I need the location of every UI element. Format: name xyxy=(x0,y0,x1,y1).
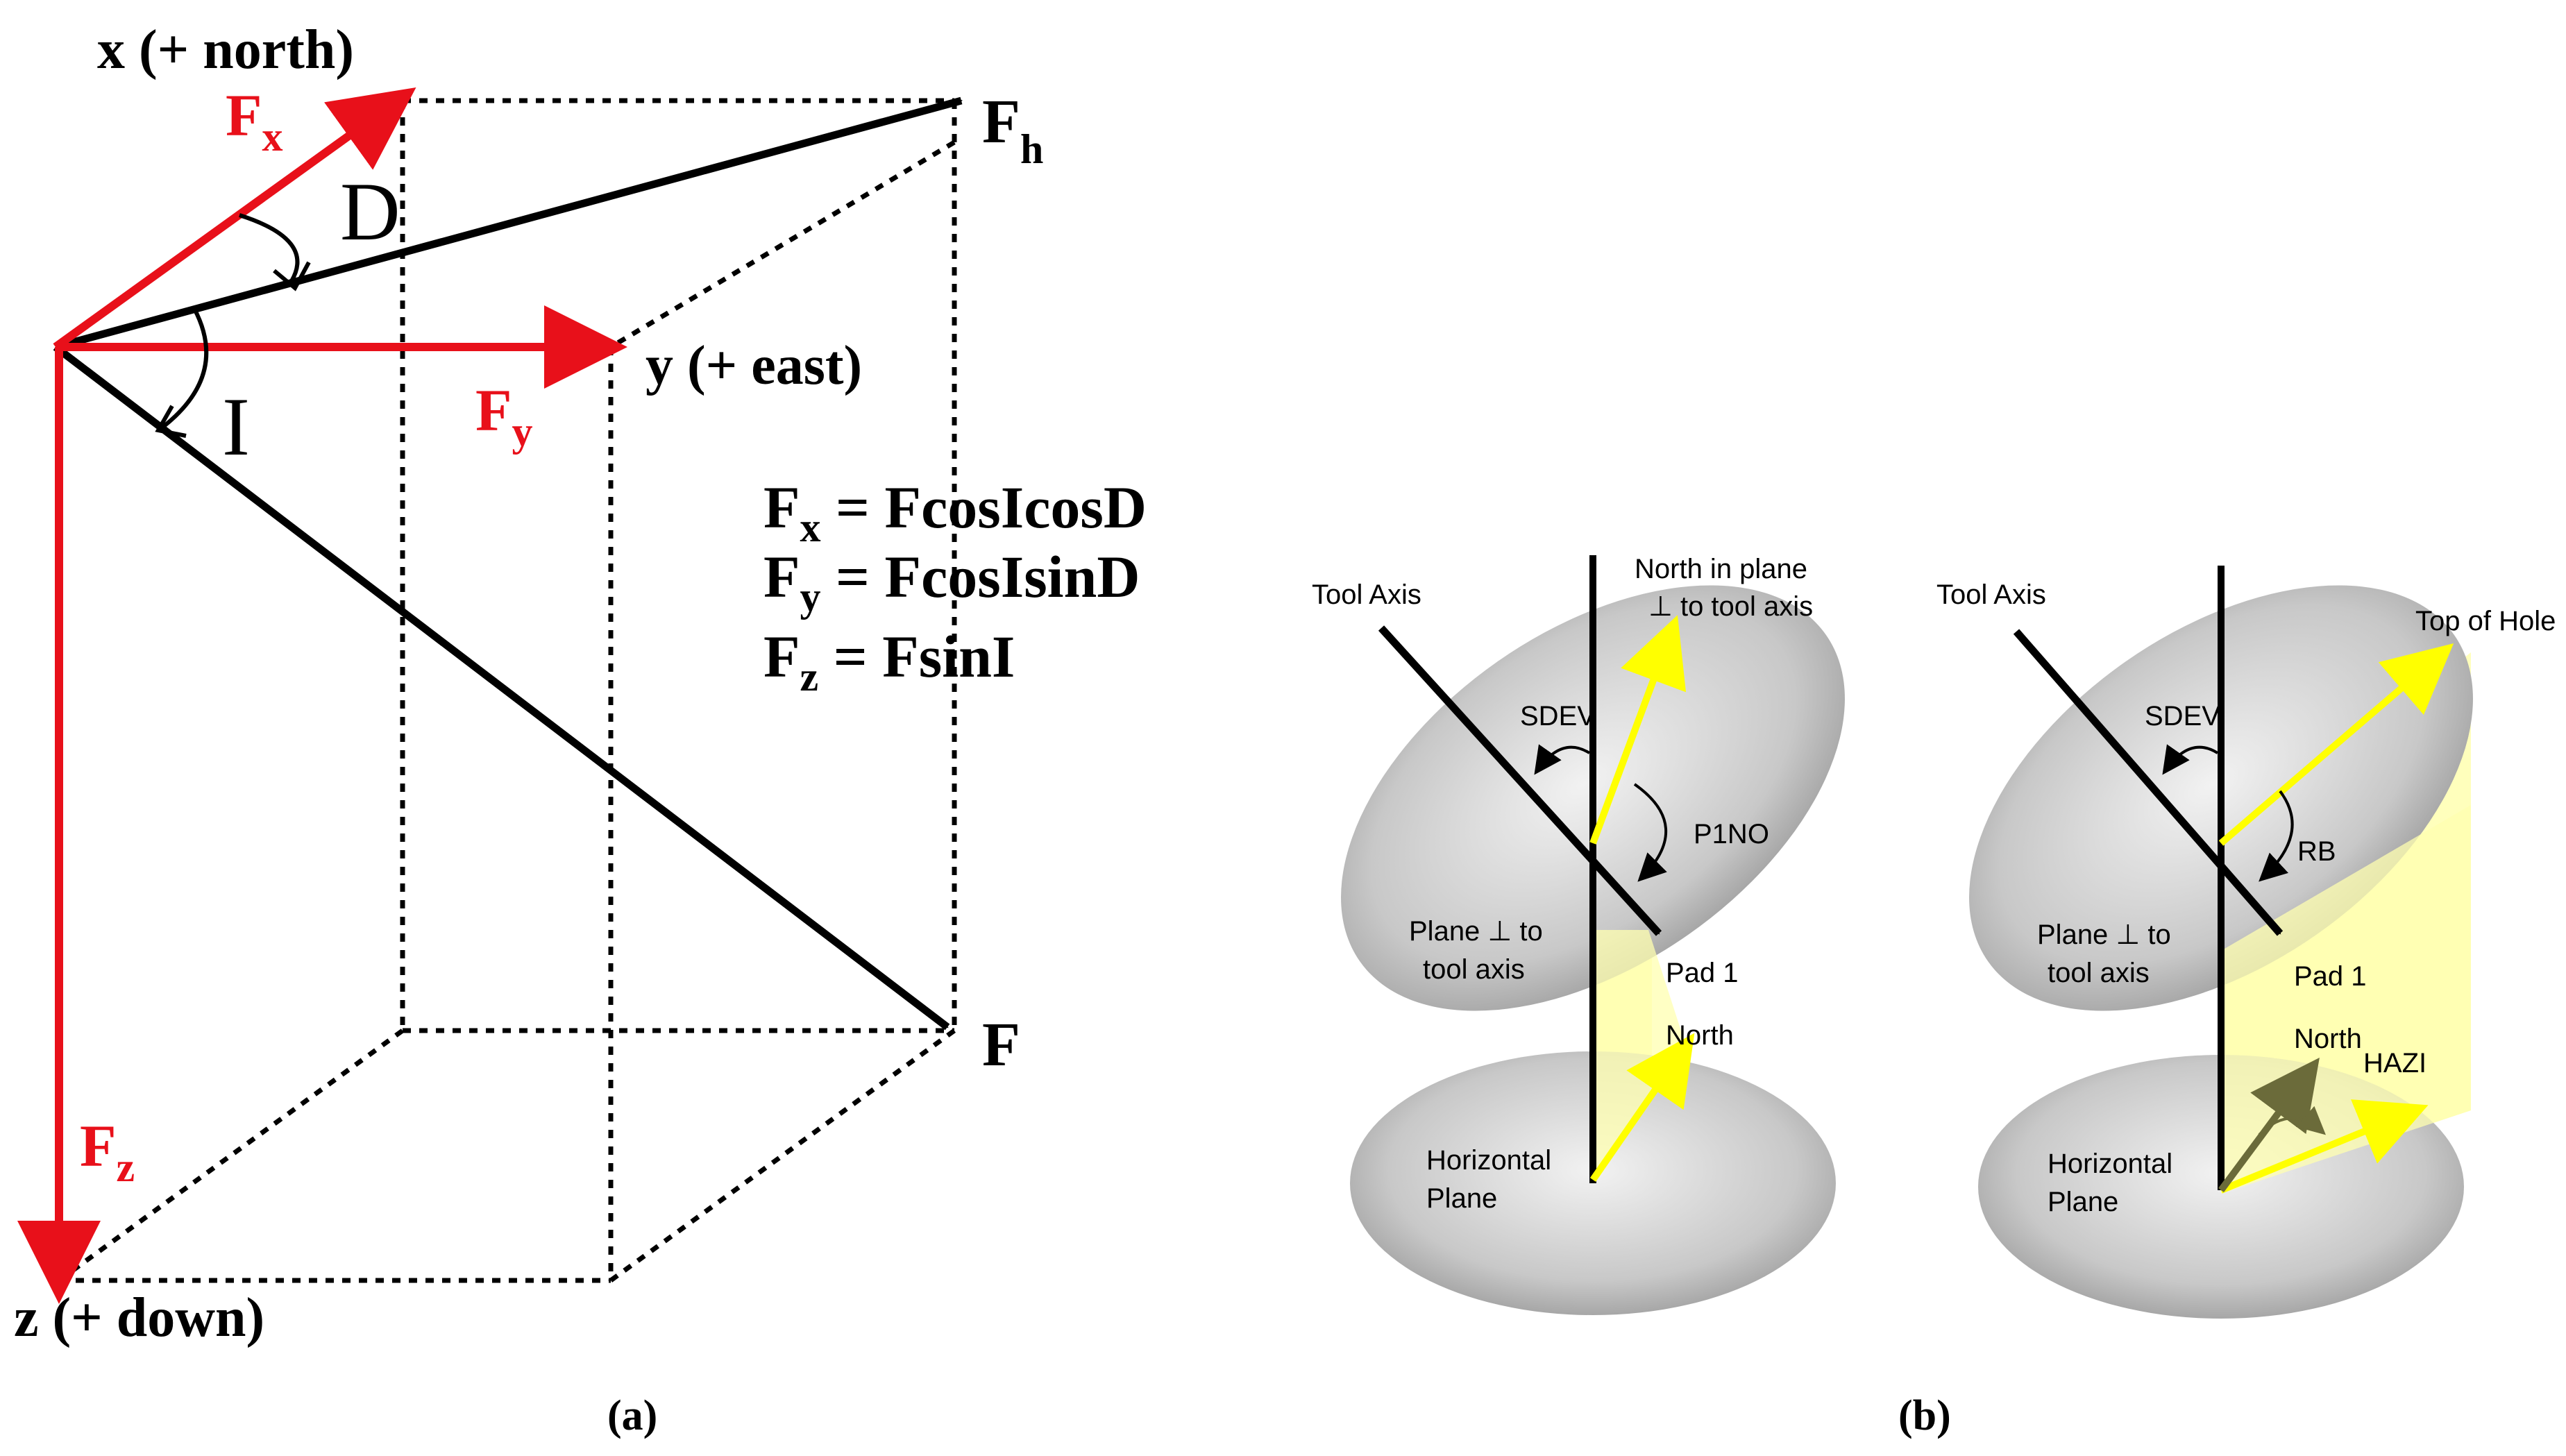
sdev-arc xyxy=(1534,744,1591,775)
tool-axis-arrow-right xyxy=(2013,629,2284,936)
hazi-label: HAZI xyxy=(2363,1048,2426,1078)
plane-perp-label-right-2: tool axis xyxy=(2048,958,2150,988)
angle-d-arrowhead xyxy=(273,261,311,291)
north-in-plane-label: North in plane xyxy=(1635,554,1807,584)
tool-axis-arrow xyxy=(1378,625,1662,936)
axis-x-label: x (+ north) xyxy=(97,19,354,81)
north-label-right: North xyxy=(2294,1024,2362,1054)
horizontal-plane-label-2: Plane xyxy=(1426,1183,1497,1214)
angle-d-arc xyxy=(239,213,300,282)
plane-perp-label: Plane ⊥ to xyxy=(1409,916,1543,947)
horizontal-yellow-arrow xyxy=(2220,1099,2429,1194)
axis-y-label: y (+ east) xyxy=(645,335,862,396)
top-of-hole-arrow xyxy=(2218,643,2454,846)
rb-label: RB xyxy=(2297,836,2336,867)
fh-vector xyxy=(54,96,963,351)
pad1-label: Pad 1 xyxy=(1666,958,1739,988)
fx-label: Fx xyxy=(226,82,283,160)
panel-b-left: Tool Axis North in plane ⊥ to tool axis … xyxy=(1312,554,1845,1315)
equation-fy: Fy = FcosIsinD xyxy=(763,543,1140,620)
tool-axis-label-right: Tool Axis xyxy=(1936,579,2046,610)
north-horizontal-arrow xyxy=(1589,1033,1695,1182)
angle-i-arc xyxy=(162,307,209,429)
horizontal-plane-label-right: Horizontal xyxy=(2048,1149,2172,1179)
sdev-arc-right xyxy=(2162,744,2219,775)
p1no-arc xyxy=(1633,783,1667,882)
axis-z-label: z (+ down) xyxy=(14,1287,264,1348)
horizontal-plane-label: Horizontal xyxy=(1426,1145,1551,1176)
north-label: North xyxy=(1666,1020,1734,1051)
sdev-label: SDEV xyxy=(1520,701,1596,731)
north-in-plane-arrow xyxy=(1589,615,1687,845)
f-label: F xyxy=(982,1010,1020,1079)
fh-label: Fh xyxy=(982,87,1043,172)
plane-perp-label-2: tool axis xyxy=(1423,954,1525,985)
panel-a: x (+ north) y (+ east) z (+ down) Fx Fy … xyxy=(14,19,1147,1439)
fx-vector xyxy=(53,87,416,350)
pad1-label-right: Pad 1 xyxy=(2294,961,2367,992)
angle-d-label: D xyxy=(340,165,400,257)
p1no-label: P1NO xyxy=(1694,819,1769,849)
equations: Fx = FcosIcosD Fy = FcosIsinD Fz = FsinI xyxy=(763,474,1147,700)
hazi-arc xyxy=(2258,1106,2326,1136)
top-of-hole-label: Top of Hole xyxy=(2415,606,2556,636)
sdev-label-right: SDEV xyxy=(2145,701,2220,731)
fz-label: Fz xyxy=(80,1112,135,1190)
angle-i-arrowhead xyxy=(155,405,187,438)
equation-fx: Fx = FcosIcosD xyxy=(763,474,1147,550)
caption-a: (a) xyxy=(607,1392,657,1439)
angle-i-label: I xyxy=(222,380,250,473)
equation-fz: Fz = FsinI xyxy=(763,623,1015,700)
fy-label: Fy xyxy=(475,377,533,455)
f-vector xyxy=(53,344,950,1031)
north-in-plane-label-2: ⊥ to tool axis xyxy=(1648,591,1813,622)
caption-b: (b) xyxy=(1898,1392,1951,1439)
rb-arc xyxy=(2259,790,2294,882)
tool-axis-label: Tool Axis xyxy=(1312,579,1421,610)
panel-b-right: Tool Axis Top of Hole SDEV RB Plane ⊥ to… xyxy=(1936,566,2556,1319)
plane-perp-label-right: Plane ⊥ to xyxy=(2037,920,2171,950)
horizontal-plane-label-right-2: Plane xyxy=(2048,1187,2118,1217)
